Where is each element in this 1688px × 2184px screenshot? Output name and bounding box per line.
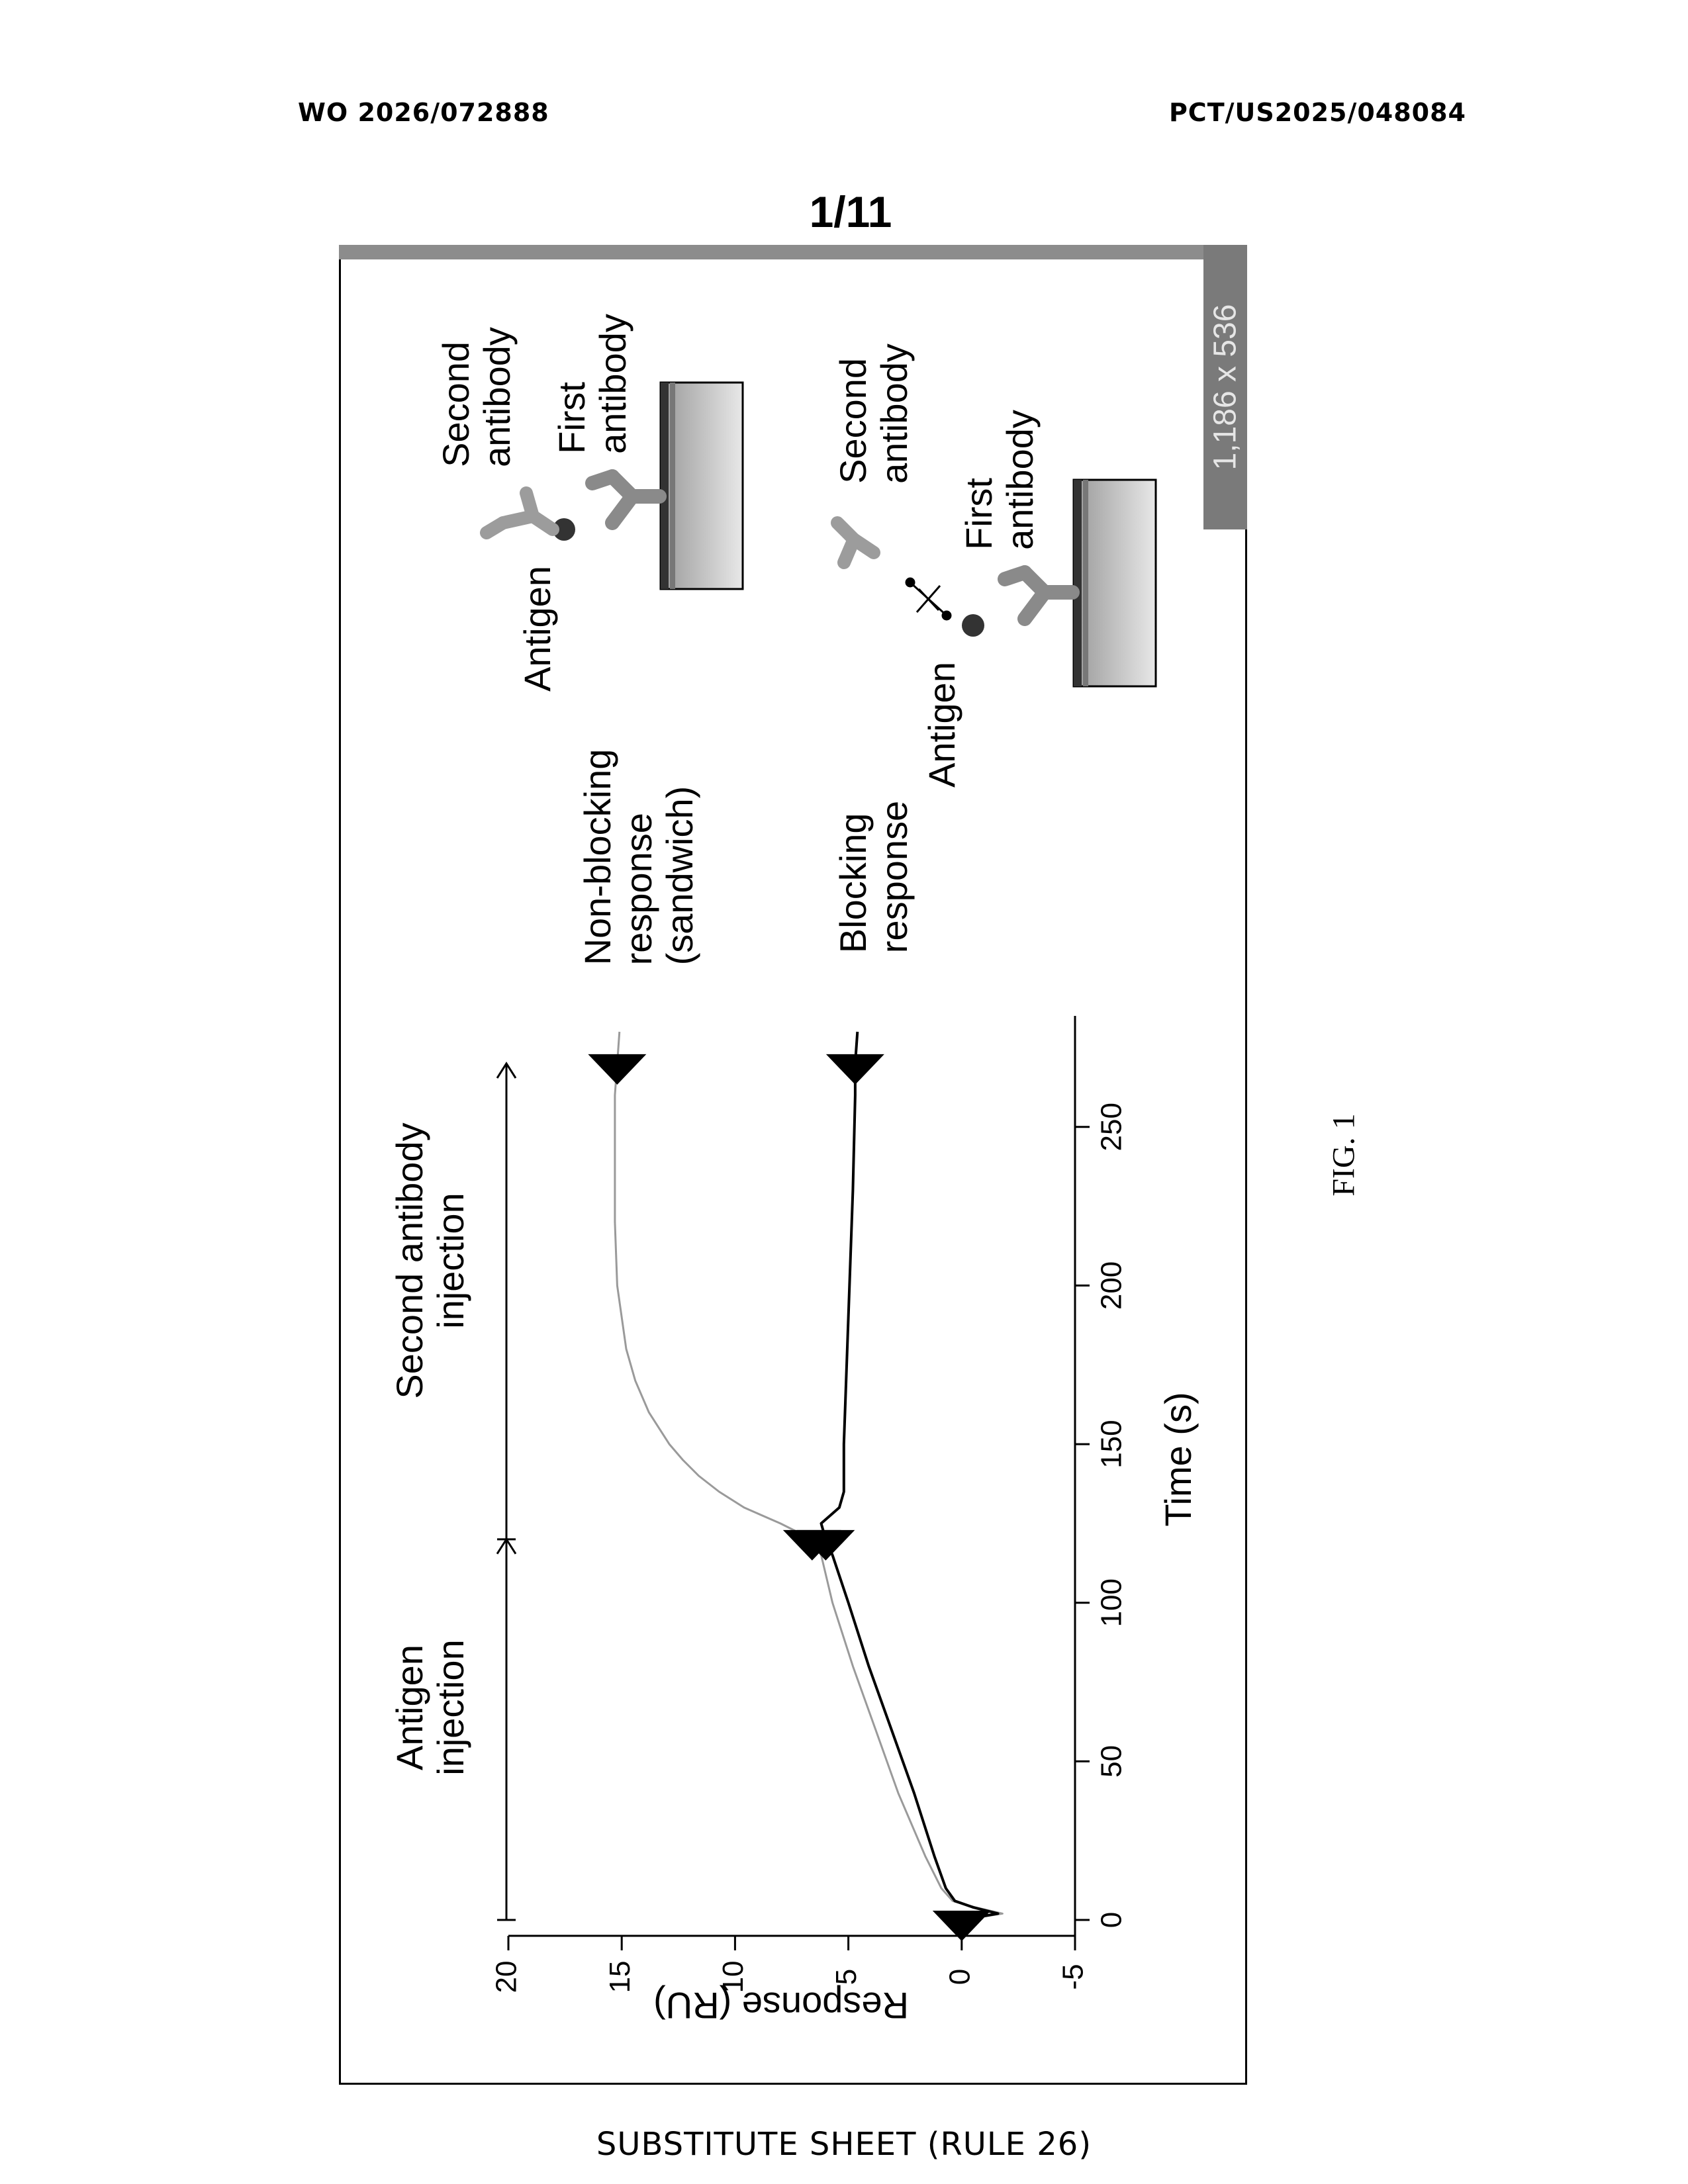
first-antibody-label-bottom: Firstantibody xyxy=(959,410,1041,550)
page-footer: SUBSTITUTE SHEET (RULE 26) xyxy=(0,2126,1688,2163)
y-tick-label: 15 xyxy=(604,1961,636,1993)
x-tick-label: 150 xyxy=(1096,1420,1128,1468)
second-antibody-injection-label: Second antibodyinjection xyxy=(389,1122,471,1398)
x-tick-label: 200 xyxy=(1096,1261,1128,1310)
y-tick-label: -5 xyxy=(1057,1964,1090,1989)
sensor-layer-top xyxy=(661,383,669,589)
sensor-layer-bottom xyxy=(1074,480,1082,686)
y-tick-label: 0 xyxy=(943,1969,976,1985)
sensor-layer2-top xyxy=(670,383,675,589)
injection-markers xyxy=(588,1054,990,1941)
nonblocking-series-line xyxy=(615,1032,1003,1920)
antigen-injection-label: Antigeninjection xyxy=(389,1639,471,1775)
second-antibody-shape-bottom xyxy=(837,523,874,563)
y-tick-label: 20 xyxy=(491,1961,523,1993)
injection-marker xyxy=(588,1054,646,1085)
sensor-layer2-bottom xyxy=(1083,480,1088,686)
second-antibody-label-bottom: Secondantibody xyxy=(833,343,915,484)
chart-axes: 050100150200250-505101520 xyxy=(491,1016,1128,1993)
y-tick-label: 5 xyxy=(830,1969,863,1985)
first-antibody-shape-top xyxy=(592,477,659,523)
figure-label: FIG. 1 xyxy=(1326,1113,1362,1196)
x-tick-label: 100 xyxy=(1096,1578,1128,1627)
injection-marker xyxy=(826,1054,884,1085)
antigen-label-bottom: Antigen xyxy=(921,662,962,788)
antigen-label-top: Antigen xyxy=(517,566,558,692)
x-tick-label: 0 xyxy=(1096,1912,1128,1928)
blocking-series-line xyxy=(821,1032,998,1920)
x-tick-label: 50 xyxy=(1096,1745,1128,1778)
first-antibody-label-top: Firstantibody xyxy=(551,314,633,454)
nonblocking-response-label: Non-blockingresponse(sandwich) xyxy=(577,749,700,966)
blocking-response-label: Blockingresponse xyxy=(833,801,915,953)
second-antibody-label-top: Secondantibody xyxy=(436,327,518,467)
x-tick-label: 250 xyxy=(1096,1103,1128,1151)
second-antibody-shape-top xyxy=(487,493,553,533)
binding-blocked-icon xyxy=(906,578,951,619)
injection-phase-arrows xyxy=(497,1064,516,1920)
first-antibody-shape-bottom xyxy=(1005,572,1072,619)
y-axis-title: Response (RU) xyxy=(653,1985,909,2026)
chart-series xyxy=(615,1032,1003,1920)
x-axis-title: Time (s) xyxy=(1158,1392,1199,1526)
antigen-dot-bottom xyxy=(962,614,984,637)
